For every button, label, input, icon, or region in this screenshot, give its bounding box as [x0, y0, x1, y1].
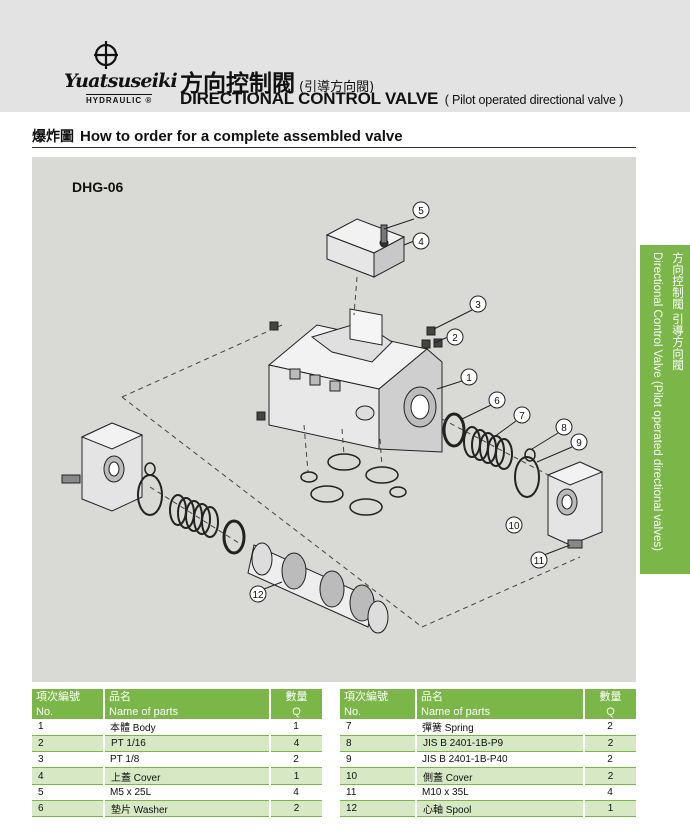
col-no-cn: 項次編號 — [32, 689, 104, 704]
col-name-cn: 品名 — [415, 689, 584, 704]
title-english: DIRECTIONAL CONTROL VALVE ( Pilot operat… — [180, 89, 624, 108]
col-name-cn: 品名 — [103, 689, 270, 704]
col-name-en: Name of parts — [415, 704, 584, 719]
callout-6: 6 — [461, 391, 506, 420]
callout-3: 3 — [433, 295, 487, 330]
svg-text:12: 12 — [252, 590, 264, 601]
svg-text:11: 11 — [534, 556, 545, 567]
callout-2: 2 — [433, 328, 464, 346]
col-no-cn: 項次編號 — [340, 689, 416, 704]
col-q-en: Q — [583, 704, 636, 719]
col-no-en: No. — [340, 704, 416, 719]
callout-1: 1 — [436, 368, 478, 390]
svg-text:8: 8 — [561, 423, 567, 434]
callout-12: 12 — [249, 581, 283, 603]
right-spring-drawing — [463, 426, 513, 470]
title-chinese: 方向控制閥(引導方向閥) — [180, 71, 375, 97]
col-name-en: Name of parts — [103, 704, 270, 719]
svg-text:5: 5 — [418, 206, 424, 217]
top-cover-drawing — [325, 218, 406, 278]
brand-mark-icon — [94, 41, 118, 69]
exploded-view-drawing: 5 4 3 2 1 6 7 — [61, 201, 604, 634]
spool-drawing — [247, 542, 389, 634]
col-q-cn: 數量 — [583, 689, 636, 704]
brand-name: Yuatsuseiki — [64, 70, 178, 92]
callout-7: 7 — [493, 406, 531, 438]
callout-11: 11 — [530, 544, 571, 569]
brand-sub: HYDRAULIC ® — [86, 94, 153, 105]
side-tab-text: 方向控制閥 引導方向閥 Directional Control Valve (P… — [651, 252, 683, 551]
callout-10: 10 — [505, 516, 523, 534]
col-q-cn: 數量 — [269, 689, 322, 704]
col-q-en: Q — [269, 704, 322, 719]
callout-8: 8 — [531, 418, 573, 450]
svg-text:7: 7 — [519, 411, 525, 422]
brand-logo: Yuatsuseiki HYDRAULIC ® — [64, 40, 178, 106]
svg-text:6: 6 — [494, 396, 500, 407]
callout-5: 5 — [383, 201, 430, 230]
callout-4: 4 — [403, 232, 430, 250]
model-label: DHG-06 — [72, 179, 124, 195]
left-side-cover-drawing — [61, 422, 144, 512]
col-no-en: No. — [32, 704, 104, 719]
right-side-cover-drawing — [546, 461, 604, 546]
callout-9: 9 — [536, 433, 588, 463]
svg-text:2: 2 — [452, 333, 458, 344]
side-tab — [640, 245, 690, 574]
svg-text:10: 10 — [508, 521, 520, 532]
valve-body-drawing — [267, 308, 443, 453]
svg-text:3: 3 — [475, 300, 481, 311]
svg-text:9: 9 — [576, 438, 582, 449]
svg-text:4: 4 — [418, 237, 424, 248]
svg-text:1: 1 — [466, 373, 472, 384]
